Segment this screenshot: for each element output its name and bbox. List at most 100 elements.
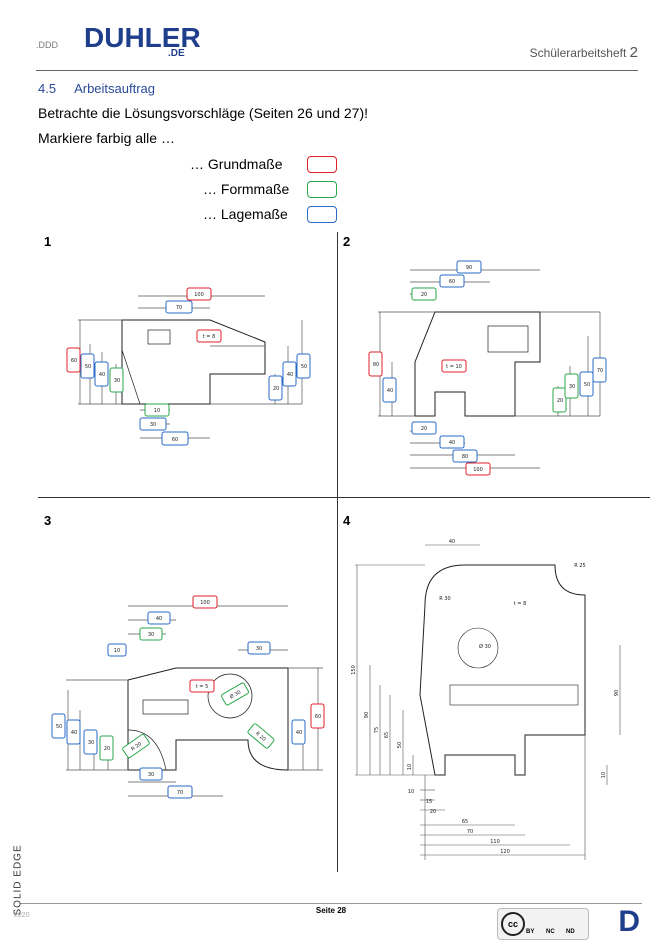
- quadrant-number-1: 1: [44, 234, 52, 249]
- instruction-line-1: Betrachte die Lösungsvorschläge (Seiten …: [38, 105, 368, 121]
- dim-text: 80: [373, 362, 379, 368]
- dim-text: 10: [154, 408, 160, 414]
- dim-text: 30: [148, 632, 154, 638]
- cc-license-badge: cc BY NC ND: [497, 908, 589, 940]
- dim-text: 50: [85, 364, 91, 370]
- dim-text: 30: [88, 740, 94, 746]
- dim-text: 10: [114, 648, 120, 654]
- instruction-line-2: Markiere farbig alle …: [38, 130, 175, 146]
- thickness-label: t = 10: [446, 364, 462, 370]
- license-by: BY: [526, 929, 535, 935]
- dim-text: 20: [557, 398, 563, 404]
- dim-text: 100: [200, 600, 210, 606]
- dim-text: 40: [449, 440, 455, 446]
- dim-text: 40: [287, 372, 293, 378]
- section-number: 4.5: [38, 81, 57, 96]
- dim-text: 60: [315, 714, 321, 720]
- dim-text: R 20: [254, 731, 267, 743]
- dim-text: 90: [466, 265, 472, 271]
- document-label: Schülerarbeitsheft 2: [530, 44, 638, 61]
- technical-drawing-3: 100 40 30 10 30 t = 5 50 40 30 20 R 20 3…: [51, 595, 325, 799]
- dim-text: R 20: [130, 741, 143, 752]
- legend-box-formmasse: [307, 181, 337, 198]
- dim-text: 20: [104, 746, 110, 752]
- page-number: Seite 28: [315, 906, 347, 915]
- dim-text: 30: [114, 378, 120, 384]
- dim-text: 10: [407, 764, 413, 770]
- dim-text: 80: [462, 454, 468, 460]
- dim-text: 60: [172, 437, 178, 443]
- dim-text: 20: [273, 386, 279, 392]
- footer-year: 2020: [14, 912, 30, 919]
- thickness-label: t = 8: [514, 601, 527, 607]
- dim-text: 100: [194, 292, 204, 298]
- dim-text: 15: [426, 799, 432, 805]
- section-title: Arbeitsauftrag: [74, 81, 156, 96]
- legend-box-grundmasse: [307, 156, 337, 173]
- dim-text: 50: [584, 382, 590, 388]
- thickness-label: t = 8: [203, 334, 216, 340]
- dim-text: 40: [99, 372, 105, 378]
- dim-text: 50: [56, 724, 62, 730]
- ddd-logo-icon: D: [618, 905, 640, 938]
- dim-text: 20: [430, 809, 436, 815]
- dim-text: R 30: [439, 596, 450, 602]
- logo-main: DUHLER: [84, 22, 201, 53]
- dim-text: 10: [601, 772, 607, 778]
- dim-text: 40: [449, 539, 455, 545]
- dim-text: 10: [408, 789, 414, 795]
- dim-text: 120: [500, 849, 510, 855]
- logo-tld: .DE: [168, 48, 185, 59]
- dim-text: 65: [462, 819, 468, 825]
- vertical-divider: [337, 232, 338, 872]
- legend-box-lagemasse: [307, 206, 337, 223]
- solid-edge-brand: SOLID EDGE: [12, 844, 24, 916]
- legend-label-formmasse: … Formmaße: [203, 181, 290, 197]
- dim-text: 20: [421, 292, 427, 298]
- legend-label-lagemasse: … Lagemaße: [203, 206, 288, 222]
- dim-text: 50: [397, 742, 403, 748]
- cc-icon: cc: [501, 912, 525, 936]
- dim-text: 30: [148, 772, 154, 778]
- dim-text: 60: [71, 358, 77, 364]
- document-label-text: Schülerarbeitsheft: [529, 46, 627, 60]
- dim-text: 30: [569, 384, 575, 390]
- dim-text: 60: [449, 279, 455, 285]
- dim-text: 40: [387, 388, 393, 394]
- technical-drawing-4: 40 R 25 R 30 t = 8 Ø 30 150 90 75 65 50 …: [351, 539, 621, 860]
- dim-text: R 25: [574, 563, 585, 569]
- dim-text: 40: [156, 616, 162, 622]
- document-number: 2: [629, 44, 638, 61]
- legend-label-grundmasse: … Grundmaße: [190, 156, 283, 172]
- dim-text: 40: [71, 730, 77, 736]
- dim-text: Ø 30: [479, 643, 491, 650]
- header-divider: [36, 70, 638, 71]
- section-heading: 4.5 Arbeitsauftrag: [38, 81, 155, 96]
- license-nc: NC: [546, 929, 555, 935]
- technical-drawing-2: 90 60 20 t = 10 80 40 20 40 80 100 20 30…: [368, 260, 607, 476]
- dim-text: 70: [467, 829, 473, 835]
- dim-text: 110: [490, 839, 500, 845]
- dim-text: 30: [150, 422, 156, 428]
- dim-text: 150: [351, 665, 357, 675]
- dim-text: 70: [176, 305, 182, 311]
- dim-text: 70: [177, 790, 183, 796]
- quadrant-number-3: 3: [44, 513, 52, 528]
- dim-text: 100: [473, 467, 483, 473]
- technical-drawing-1: 100 70 t = 8 60 50 40 30 10 30 60 20 40 …: [66, 287, 311, 446]
- dim-text: 50: [301, 364, 307, 370]
- dim-text: 90: [614, 690, 620, 696]
- dim-text: 70: [597, 368, 603, 374]
- dim-text: 20: [421, 426, 427, 432]
- dim-text: 90: [364, 712, 370, 718]
- footer-divider: [20, 903, 642, 904]
- quadrant-number-2: 2: [343, 234, 351, 249]
- license-nd: ND: [566, 929, 575, 935]
- quadrant-number-4: 4: [343, 513, 351, 528]
- thickness-label: t = 5: [196, 684, 209, 690]
- dim-text: 40: [296, 730, 302, 736]
- logo-prefix: .DDD: [36, 40, 58, 50]
- horizontal-divider: [38, 497, 650, 498]
- dim-text: 75: [374, 727, 380, 733]
- dim-text: 30: [256, 646, 262, 652]
